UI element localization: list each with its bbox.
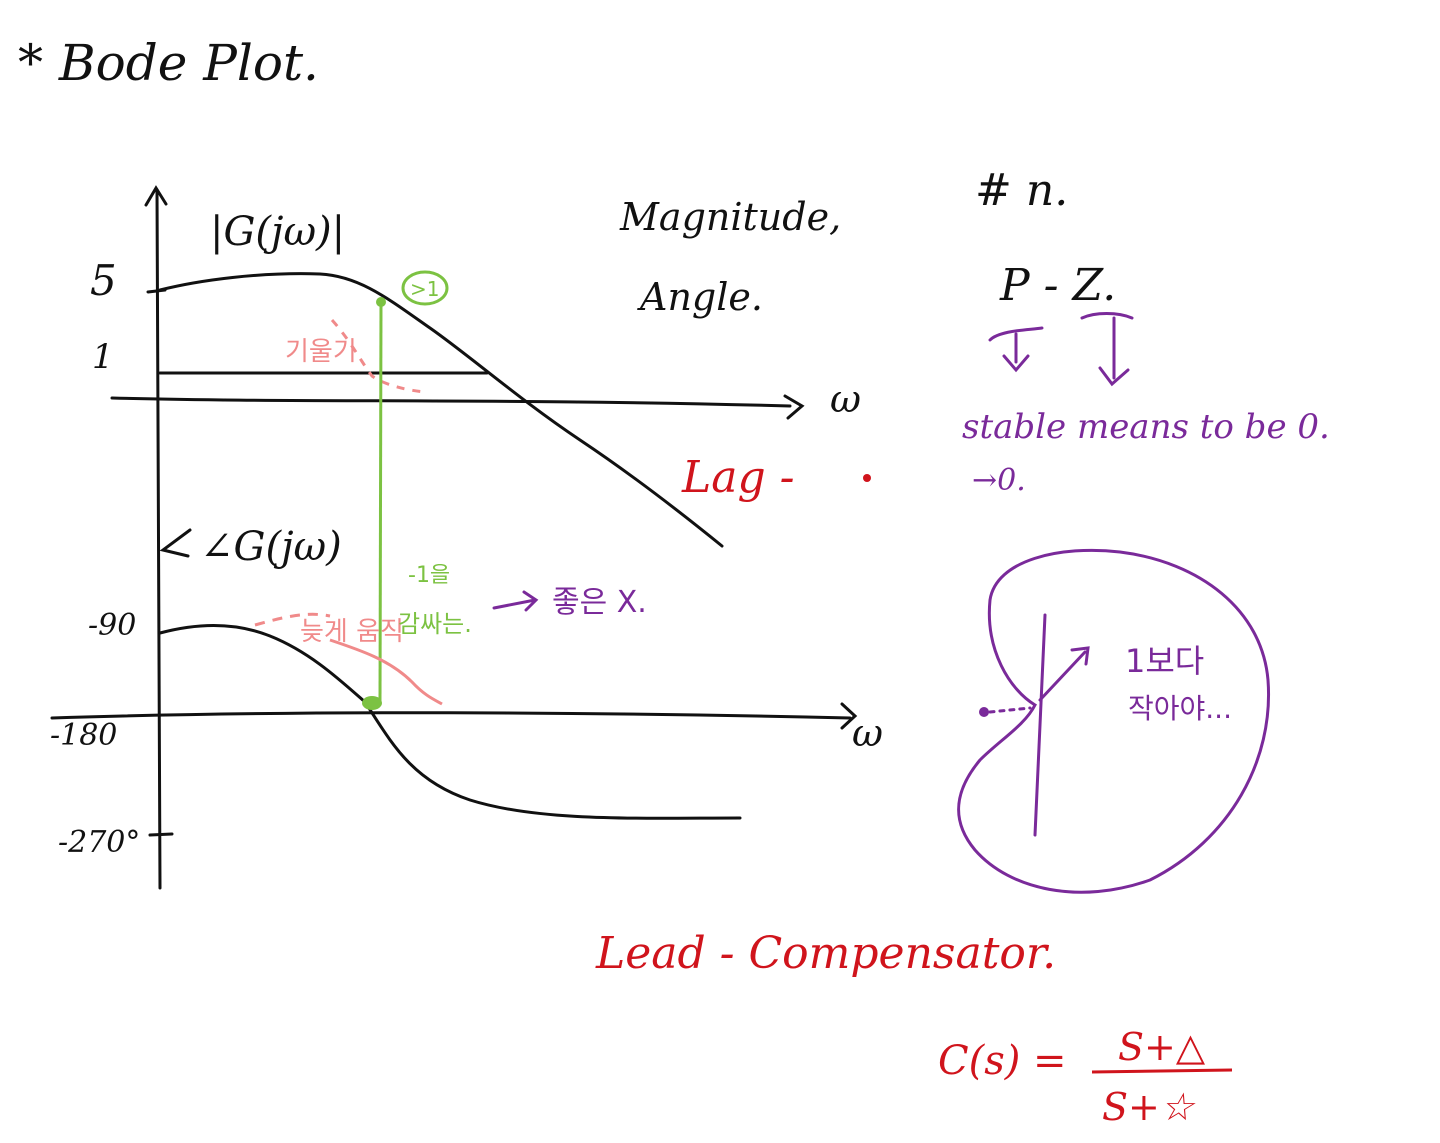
hash-n-note: # n. [975, 165, 1068, 216]
magnitude-x-axis-arrow [783, 394, 805, 420]
nyquist-imag-axis [1033, 613, 1047, 837]
phase-note-pink: 늦게 움직 [300, 617, 404, 647]
slope-note: 기울기 [285, 337, 357, 367]
phase-plot [50, 528, 858, 837]
arrow-zero-note: →0. [972, 463, 1026, 498]
magnitude-x-axis [110, 396, 792, 408]
phase-tick-180-label: -180 [50, 718, 117, 753]
slope-dashed-line [330, 318, 426, 394]
cs-denominator: S+☆ [1102, 1085, 1196, 1129]
magnitude-y-axis-arrow [144, 185, 168, 207]
magnitude-plot [110, 185, 805, 890]
cs-numerator: S+△ [1118, 1025, 1206, 1069]
phase-tick-270 [148, 832, 174, 837]
page-title: * Bode Plot. [18, 34, 319, 92]
magnitude-ylabel: |G(jω)| [210, 209, 345, 255]
gain-annotation-label: >1 [410, 277, 439, 301]
crossover-connector-line [378, 301, 383, 703]
p-z-braces [988, 312, 1134, 387]
phase-x-axis [50, 711, 852, 720]
phase-x-axis-arrow [840, 702, 858, 730]
magnitude-angle-note-1: Magnitude, [619, 195, 841, 239]
nyquist-dotted [988, 706, 1032, 714]
lag-dot [863, 474, 871, 482]
magnitude-tick-5-label: 5 [90, 256, 117, 305]
gain-annotation-circle [401, 270, 449, 306]
magnitude-tick-1-label: 1 [92, 337, 114, 377]
magnitude-angle-note-2: Angle. [637, 275, 763, 319]
magnitude-y-axis [155, 188, 162, 890]
phase-pink-curve [329, 638, 443, 706]
phase-tick-90-label: -90 [88, 608, 136, 643]
phase-y-angle-mark [159, 528, 192, 558]
nyquist-contour [957, 548, 1271, 894]
lead-compensator-note: Lead - Compensator. [595, 928, 1056, 979]
phase-ylabel: ∠G(jω) [200, 524, 342, 570]
phase-note-purple: 좋은 X. [552, 585, 647, 620]
nyquist-arrow [1038, 646, 1090, 702]
phase-note-green-1: -1을 [408, 563, 450, 588]
nyquist-sketch [957, 548, 1271, 894]
phase-curve [158, 624, 742, 820]
phase-pink-dashed [254, 612, 331, 627]
magnitude-curve [158, 272, 724, 548]
phase-note-green-2: 감싸는. [398, 610, 472, 638]
phase-xlabel: ω [852, 711, 883, 755]
nyquist-note-2: 작아야... [1128, 692, 1232, 725]
nyquist-note-1: 1보다 [1125, 642, 1204, 680]
p-z-note: P - Z. [999, 260, 1116, 311]
nyquist-critical-point [979, 707, 989, 717]
phase-tick-270-label: -270° [58, 825, 140, 860]
cs-fraction-bar [1091, 1068, 1233, 1074]
cs-label: C(s) = [938, 1038, 1067, 1084]
lag-note: Lag - [681, 452, 794, 503]
purple-arrow [492, 590, 539, 612]
stable-means-note: stable means to be 0. [962, 407, 1330, 447]
phase-crossover-point [362, 696, 382, 710]
magnitude-xlabel: ω [830, 377, 861, 421]
